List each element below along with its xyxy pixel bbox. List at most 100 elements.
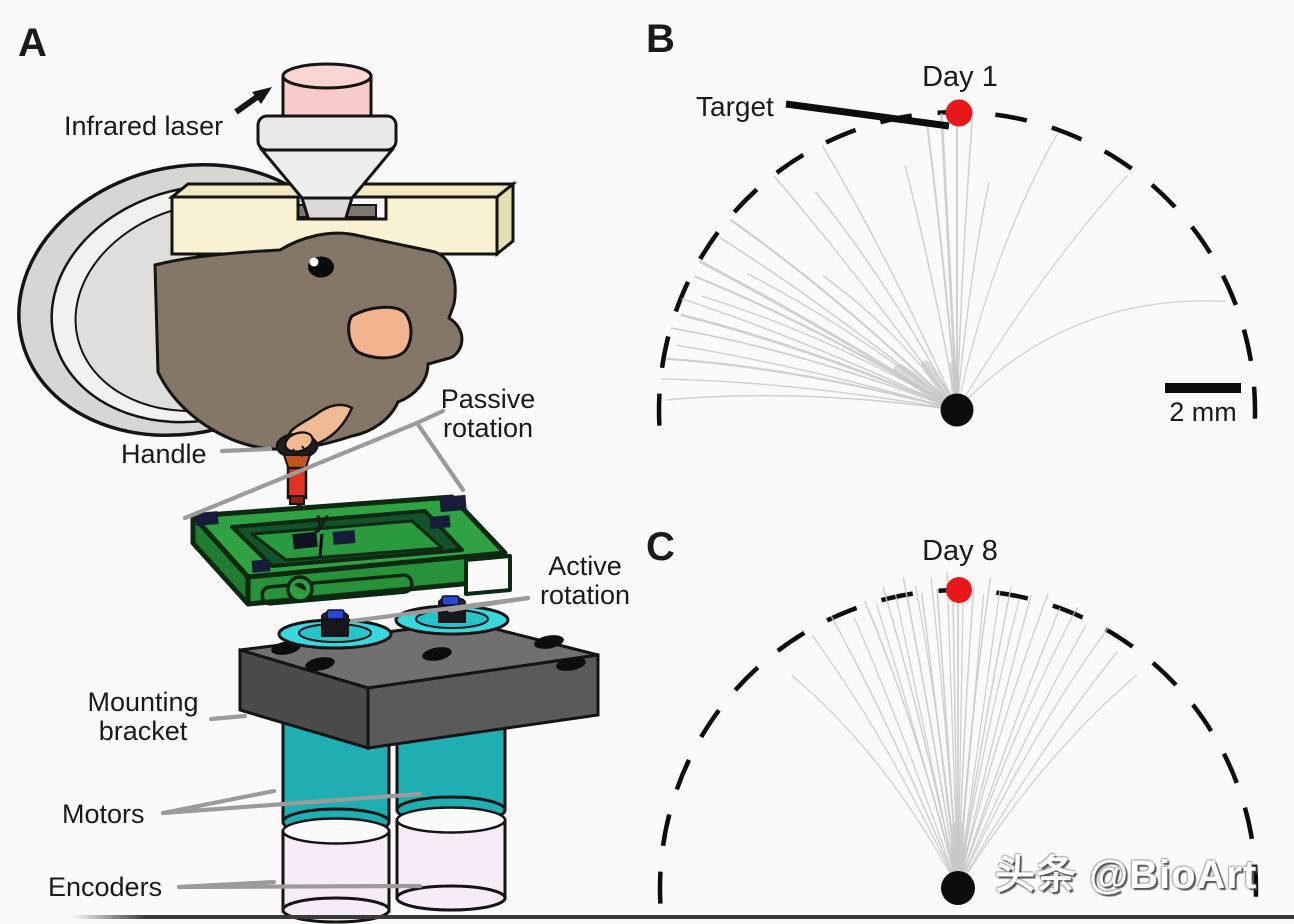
reach-trajectory [957, 593, 1049, 889]
panel-b-label: B [646, 17, 675, 61]
target-label: Target [696, 91, 774, 122]
reach-trajectory [821, 145, 958, 411]
day1-title: Day 1 [922, 61, 998, 93]
reach-trajectory [956, 182, 990, 411]
reach-trajectory [957, 586, 975, 889]
reach-trajectory [957, 594, 1032, 889]
handle-joystick [275, 431, 319, 549]
watermark: 头条 @BioArt [995, 853, 1258, 897]
reach-trajectory [936, 588, 959, 889]
motors-leader-2 [160, 791, 423, 816]
reach-trajectory [957, 586, 1012, 889]
reach-trajectory [875, 603, 959, 889]
reach-trajectory [956, 132, 1059, 411]
encoders-label: Encoders [48, 872, 163, 902]
panel-a-label: A [18, 21, 47, 65]
reach-trajectory [902, 577, 959, 889]
reach-trajectory [957, 598, 1021, 889]
gimbal-center-joint [292, 531, 318, 550]
reach-trajectory [666, 357, 958, 412]
reach-trajectory [676, 344, 958, 411]
reach-trajectory [957, 577, 992, 889]
reach-trajectory [956, 118, 974, 411]
motors-leader-1 [160, 788, 277, 816]
objective-cone [258, 148, 396, 226]
infrared-laser-arrow [234, 87, 272, 115]
reach-trajectory [957, 590, 1001, 889]
encoders-leader-2 [176, 883, 423, 890]
reach-trajectory [946, 572, 959, 889]
leader-lines [160, 408, 531, 890]
passive-rotation-label: Passive rotation [440, 384, 536, 443]
scale-bar [1165, 383, 1241, 393]
reach-trajectory [811, 634, 959, 889]
reach-trajectory [719, 237, 958, 411]
mouse [153, 231, 464, 451]
reach-trajectory [667, 394, 958, 411]
reach-trajectory [681, 297, 958, 411]
mouse-paw [284, 431, 314, 453]
reach-trajectory [791, 674, 959, 889]
gimbal-frame [190, 494, 512, 607]
reach-trajectory [864, 600, 959, 889]
mounting-bracket-leader [208, 713, 248, 722]
active-rotation-leader-2 [447, 595, 531, 613]
infrared-laser-label: Infrared laser [64, 111, 224, 141]
bottom-crop-line [72, 915, 1294, 919]
motors-label: Motors [62, 799, 145, 829]
target-leader-line [785, 100, 950, 130]
reach-trajectory [680, 313, 958, 412]
reach-trajectory [956, 174, 1128, 411]
shaft-hub-right [441, 595, 460, 606]
reach-trajectory [957, 606, 1078, 889]
scale-bar-label: 2 mm [1169, 397, 1237, 427]
reach-trajectory [940, 113, 959, 411]
target-dot [945, 99, 973, 127]
gimbal-pivot-blocks [195, 494, 467, 573]
encoders [281, 806, 507, 924]
start-dot [940, 393, 974, 427]
reach-trajectory [957, 577, 965, 889]
active-rotation-label: Active rotation [539, 551, 631, 610]
panel-c-plot [657, 572, 1259, 905]
mounting-bracket-label: Mounting bracket [87, 687, 199, 746]
panel-a-illustration [17, 62, 600, 924]
day8-title: Day 8 [922, 535, 998, 567]
bracket-screw-holes [271, 635, 586, 671]
mouse-snout [347, 305, 413, 360]
reach-trajectory [921, 593, 959, 889]
gimbal-corner-cutout [464, 554, 512, 596]
handle-leader [219, 446, 273, 454]
panel-b-plot [656, 99, 1258, 427]
y-axis-label: y [315, 507, 328, 533]
reach-trajectory [814, 191, 958, 411]
reach-trajectory [904, 165, 958, 411]
reach-trajectory [699, 260, 958, 412]
reach-trajectory [853, 617, 959, 889]
reach-trajectory [670, 327, 958, 411]
motor-pulleys [277, 595, 510, 650]
reach-trajectory [957, 607, 1061, 889]
passive-rotation-leader-right [414, 420, 466, 493]
start-dot [941, 871, 975, 905]
infrared-laser-objective [256, 62, 398, 152]
reach-trajectory [957, 627, 1109, 889]
reach-trajectory [894, 594, 959, 889]
reach-trajectory [957, 625, 1087, 889]
shaft-hub-left [326, 609, 345, 620]
reach-trajectory [830, 615, 959, 889]
reach-trajectory [957, 674, 1138, 889]
panel-c-label: C [646, 525, 675, 569]
reach-trajectory [822, 274, 958, 411]
reach-trajectory [729, 218, 958, 411]
reach-trajectory [957, 651, 1118, 889]
reach-trajectory [925, 118, 958, 411]
target-dot [946, 577, 972, 603]
mounting-bracket [238, 620, 600, 751]
reach-trajectory [660, 378, 958, 411]
reach-trajectory [956, 300, 1226, 411]
reach-trajectory [773, 175, 958, 411]
handle-label: Handle [121, 439, 207, 469]
